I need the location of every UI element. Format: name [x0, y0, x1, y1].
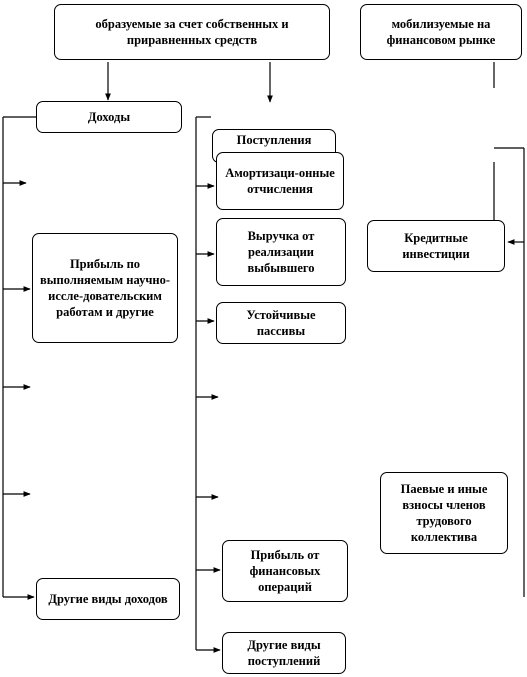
credit-investments-label: Кредитные инвестиции [402, 231, 470, 261]
financial-operations-profit-label: Прибыль от финансовых операций [249, 548, 321, 594]
stable-liabilities-box: Устойчивые пассивы [216, 302, 346, 344]
income-label: Доходы [87, 110, 131, 124]
other-income-label: Другие виды доходов [48, 592, 168, 606]
depreciation-label: Амортизаци-онные отчисления [225, 166, 335, 196]
research-profit-label: Прибыль по выполняемым научно-иссле-дова… [40, 257, 170, 319]
other-income-box: Другие виды доходов [36, 578, 180, 620]
disposal-revenue-box: Выручка от реализации выбывшего [216, 218, 346, 286]
disposal-revenue-label: Выручка от реализации выбывшего [247, 229, 315, 275]
financial-market-label: мобилизуемые на финансовом рынке [386, 17, 496, 47]
research-profit-box: Прибыль по выполняемым научно-иссле-дова… [32, 233, 178, 343]
other-receipts-box: Другие виды поступлений [222, 632, 346, 674]
financial-operations-profit-box: Прибыль от финансовых операций [222, 540, 348, 602]
stable-liabilities-label: Устойчивые пассивы [246, 308, 316, 338]
depreciation-box: Амортизаци-онные отчисления [216, 152, 344, 210]
credit-investments-box: Кредитные инвестиции [367, 220, 505, 272]
income-box: Доходы [36, 101, 182, 133]
financial-market-box: мобилизуемые на финансовом рынке [360, 4, 522, 60]
other-receipts-label: Другие виды поступлений [247, 638, 321, 668]
own-funds-label: образуемые за счет собственных и приравн… [95, 17, 289, 47]
own-funds-box: образуемые за счет собственных и приравн… [54, 4, 330, 60]
shares-contributions-label: Паевые и иные взносы членов трудового ко… [400, 482, 488, 544]
shares-contributions-box: Паевые и иные взносы членов трудового ко… [380, 472, 508, 554]
receipts-label: Поступления [236, 133, 312, 147]
